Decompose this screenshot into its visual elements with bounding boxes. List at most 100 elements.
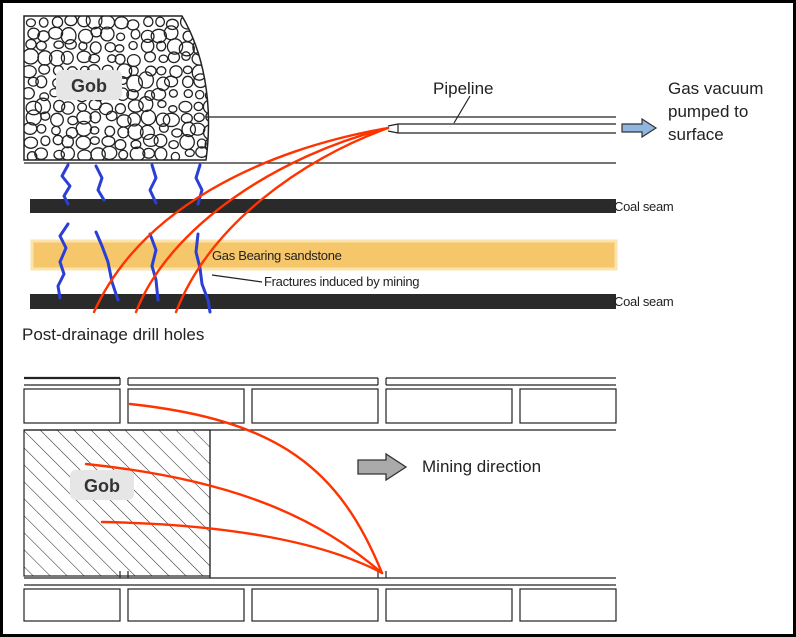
rubble-particle — [205, 111, 209, 123]
rubble-particle — [60, 50, 74, 65]
rubble-particle — [211, 152, 220, 160]
rubble-particle — [64, 39, 77, 50]
rubble-particle — [140, 29, 155, 44]
rubble-particle — [53, 149, 66, 160]
rubble-particle — [155, 112, 171, 127]
rubble-particle — [158, 54, 169, 64]
rubble-particle — [25, 100, 43, 116]
gas-vacuum-label-1: Gas vacuum — [668, 79, 763, 98]
rubble-particle — [76, 50, 92, 64]
gas-vacuum-label-2: pumped to — [668, 102, 748, 121]
rubble-particle — [105, 110, 118, 122]
rubble-particle — [114, 53, 126, 65]
rubble-particle — [138, 96, 154, 113]
rubble-particle — [183, 89, 194, 99]
rubble-particle — [202, 16, 209, 30]
rubble-particle — [38, 17, 49, 28]
rubble-particle — [78, 41, 88, 51]
rubble-particle — [184, 148, 195, 158]
rubble-particle — [114, 44, 125, 53]
rubble-particle — [85, 16, 103, 30]
gas-out-arrow-icon — [621, 117, 658, 139]
rubble-particle — [24, 86, 35, 100]
rubble-particle — [89, 110, 102, 124]
rubble-particle — [101, 145, 118, 160]
rubble-particle — [204, 89, 209, 102]
mining-direction-label: Mining direction — [422, 457, 541, 476]
rubble-particle — [153, 133, 168, 148]
rubble-particle — [51, 125, 61, 136]
rubble-particle — [128, 40, 138, 51]
rubble-particle — [35, 40, 47, 51]
rubble-particle — [143, 51, 157, 63]
rubble-particle — [129, 146, 146, 160]
rubble-particle — [182, 65, 193, 75]
rubble-particle — [35, 75, 48, 89]
rubble-particle — [114, 139, 127, 151]
rubble-particle — [118, 149, 129, 160]
rubble-particle — [193, 112, 205, 123]
rubble-particle — [178, 41, 195, 57]
rubble-particle — [60, 146, 76, 160]
rubble-particle — [76, 110, 92, 125]
rubble-particle — [167, 51, 181, 64]
rubble-particle — [157, 99, 167, 109]
rubble-particle — [139, 124, 155, 141]
rubble-particle — [40, 135, 51, 147]
rubble-particle — [130, 28, 141, 40]
rubble-particle — [89, 41, 102, 55]
rubble-particle — [27, 27, 41, 40]
rubble-particle — [178, 100, 193, 113]
rubble-particle — [25, 18, 37, 28]
gob-bottom-label: Gob — [84, 476, 120, 496]
rubble-particle — [36, 123, 47, 134]
rubble-particle — [127, 99, 144, 113]
rubble-particle — [165, 18, 179, 31]
rubble-particle — [53, 99, 66, 113]
rubble-particle — [144, 65, 157, 77]
rubble-particle — [137, 71, 155, 89]
rubble-particle — [90, 26, 103, 38]
rubble-particle — [166, 38, 184, 55]
plan-view-drill-holes — [84, 402, 384, 575]
rubble-particle — [191, 16, 205, 27]
entry-pillars-plan-view — [23, 376, 617, 622]
rubble-particle — [162, 112, 180, 128]
pipeline-leader — [453, 95, 471, 124]
rubble-particle — [127, 123, 144, 141]
rubble-particle — [171, 128, 183, 138]
fractures-label: Fractures induced by mining — [264, 274, 419, 289]
rubble-particle — [150, 28, 168, 44]
fractures-leader — [211, 274, 263, 283]
rubble-particle — [38, 64, 51, 75]
rubble-particle — [90, 147, 106, 160]
rubble-particle — [64, 16, 78, 27]
mining-fractures — [56, 163, 212, 314]
rubble-particle — [114, 103, 127, 115]
rubble-particle — [115, 32, 126, 42]
rubble-particle — [127, 112, 141, 127]
gob-top-label-bg — [56, 70, 122, 100]
rubble-particle — [150, 87, 167, 101]
rubble-particle — [144, 89, 156, 102]
rubble-particle — [154, 146, 168, 160]
rubble-particle — [77, 16, 91, 28]
post-drainage-drill-holes — [92, 126, 390, 314]
pipeline — [387, 123, 616, 134]
gas-vacuum-label-3: surface — [668, 125, 724, 144]
rubble-particle — [99, 26, 115, 42]
rubble-particle — [204, 136, 209, 153]
rubble-particle — [156, 66, 167, 76]
rubble-particle — [168, 89, 179, 98]
gob-rubble-pile — [23, 15, 220, 161]
rubble-particle — [117, 126, 130, 139]
rubble-particle — [168, 105, 178, 113]
post-drainage-label: Post-drainage drill holes — [22, 325, 204, 344]
rubble-particle — [61, 134, 75, 149]
rubble-particle — [24, 64, 37, 79]
rubble-particle — [142, 133, 159, 148]
rubble-particle — [196, 138, 207, 149]
rubble-particle — [163, 75, 179, 88]
